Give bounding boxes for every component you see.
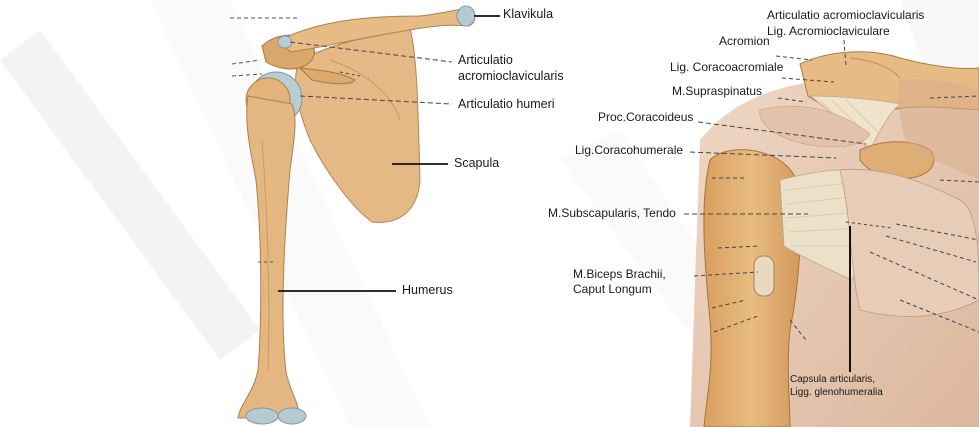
- label-humerus: Humerus: [402, 283, 453, 299]
- label-line: Caput Longum: [573, 282, 666, 297]
- label-m-supraspinatus: M.Supraspinatus: [672, 84, 762, 99]
- label-lig-acromioclaviculare: Lig. Acromioclaviculare: [767, 24, 890, 39]
- label-scapula: Scapula: [454, 156, 499, 172]
- label-lig-coracoacromiale: Lig. Coracoacromiale: [670, 60, 783, 75]
- label-capsula-articularis: Capsula articularis, Ligg. glenohumerali…: [790, 374, 883, 399]
- label-proc-coracoideus: Proc.Coracoideus: [598, 110, 693, 125]
- label-articulatio-humeri: Articulatio humeri: [458, 97, 555, 113]
- label-m-biceps-brachii: M.Biceps Brachii, Caput Longum: [573, 267, 666, 297]
- label-line: Ligg. glenohumeralia: [790, 387, 883, 400]
- label-line: M.Biceps Brachii,: [573, 267, 666, 282]
- label-line: Articulatio: [458, 53, 564, 69]
- label-line: acromioclavicularis: [458, 69, 564, 85]
- label-lig-coracohumerale: Lig.Coracohumerale: [575, 143, 683, 158]
- label-articulatio-acromioclavicularis-left: Articulatio acromioclavicularis: [458, 53, 564, 84]
- label-m-subscapularis-tendo: M.Subscapularis, Tendo: [548, 206, 676, 221]
- label-articulatio-acromioclavicularis-right: Articulatio acromioclavicularis: [767, 8, 924, 23]
- label-line: Capsula articularis,: [790, 374, 883, 387]
- label-acromion: Acromion: [719, 34, 770, 49]
- label-klavikula: Klavikula: [503, 7, 553, 23]
- biceps-tendon: [754, 256, 774, 296]
